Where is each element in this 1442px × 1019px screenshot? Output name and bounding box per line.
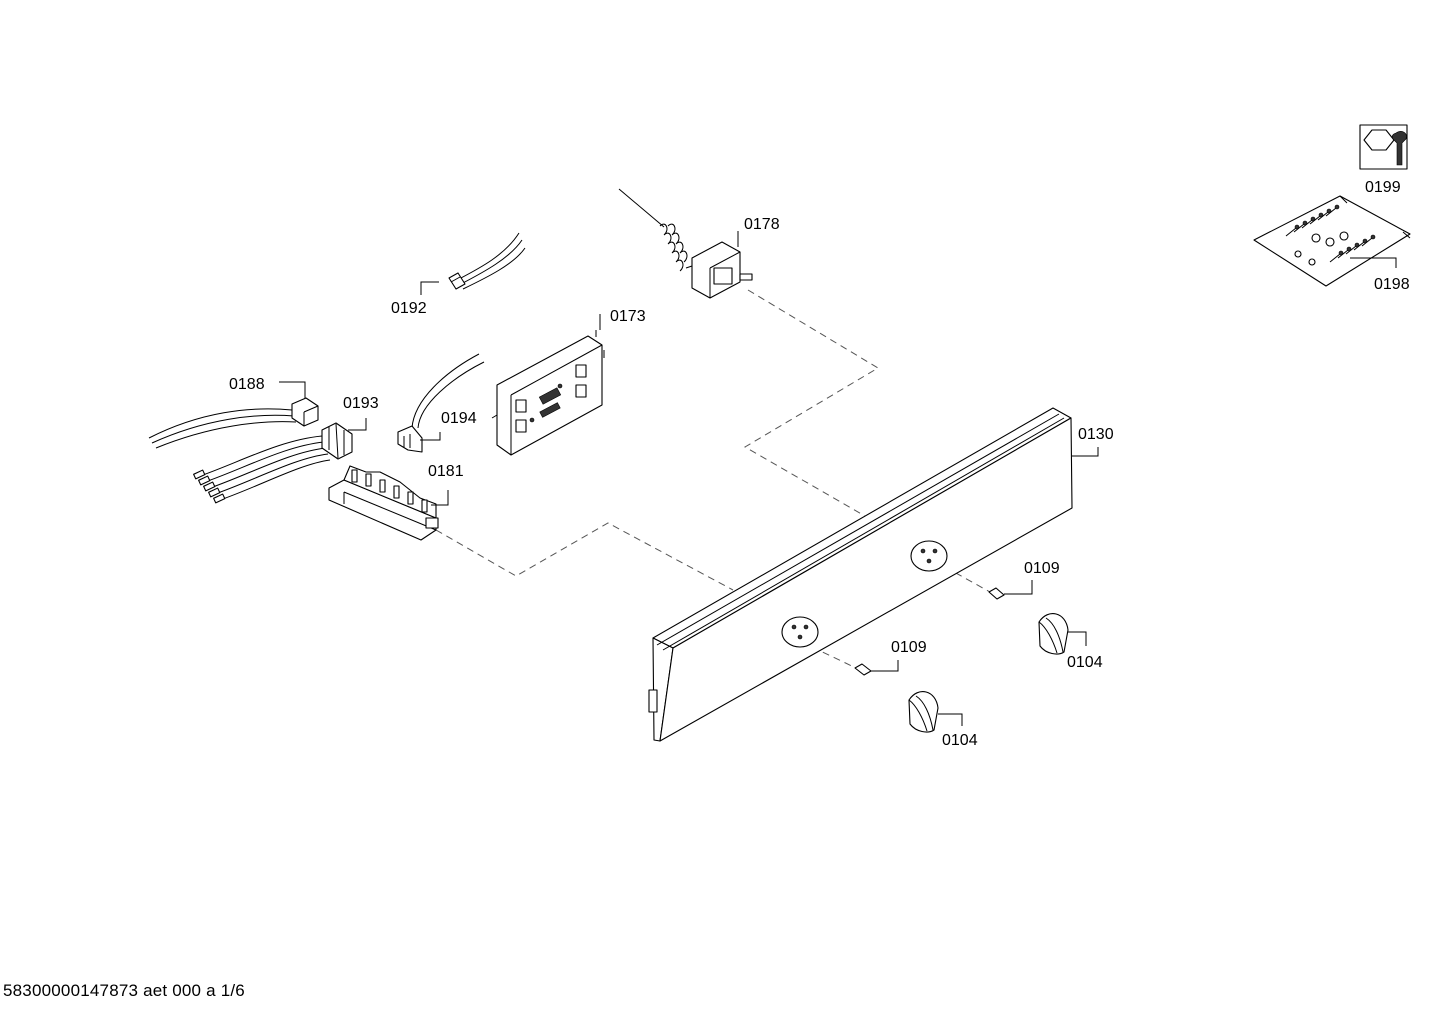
spring-clip-right-drawing[interactable] — [988, 587, 1005, 600]
leader-lines — [279, 231, 1397, 726]
label-cable-connector-a[interactable]: 0188 — [229, 376, 265, 393]
label-terminal-block[interactable]: 0181 — [428, 463, 464, 480]
knob-left-drawing[interactable] — [908, 691, 939, 733]
document-number: 58300000147873 aet 000 a 1/6 — [3, 981, 245, 1000]
cable-connector-c-drawing[interactable] — [193, 422, 353, 504]
thermostat-drawing[interactable] — [618, 188, 753, 299]
terminal-block-drawing[interactable] — [328, 465, 439, 541]
label-tool-symbol[interactable]: 0199 — [1365, 179, 1401, 196]
label-cable-plug-d[interactable]: 0194 — [441, 410, 477, 427]
control-panel-drawing[interactable] — [648, 407, 1073, 742]
label-spring-clip-left[interactable]: 0109 — [891, 639, 927, 656]
label-control-panel[interactable]: 0130 — [1078, 426, 1114, 443]
part-labels: 0130 0173 0178 0181 0188 0192 0193 0194 … — [229, 179, 1410, 749]
fixing-kit-drawing[interactable] — [1253, 195, 1411, 287]
label-fixing-kit[interactable]: 0198 — [1374, 276, 1410, 293]
spring-clip-left-drawing[interactable] — [854, 663, 872, 676]
label-thermostat[interactable]: 0178 — [744, 216, 780, 233]
label-cable-plug-b[interactable]: 0192 — [391, 300, 427, 317]
tool-symbol-icon[interactable] — [1359, 124, 1408, 170]
label-cable-connector-c[interactable]: 0193 — [343, 395, 379, 412]
label-knob-right[interactable]: 0104 — [1067, 654, 1103, 671]
electronic-module-drawing[interactable] — [491, 330, 605, 456]
label-knob-left[interactable]: 0104 — [942, 732, 978, 749]
label-electronic-module[interactable]: 0173 — [610, 308, 646, 325]
knob-right-drawing[interactable] — [1038, 613, 1069, 655]
cable-connector-a-drawing[interactable] — [148, 397, 319, 449]
assembly-lines — [435, 289, 991, 669]
label-spring-clip-right[interactable]: 0109 — [1024, 560, 1060, 577]
cable-plug-d-drawing[interactable] — [397, 353, 485, 453]
cable-plug-b-drawing[interactable] — [448, 232, 526, 290]
